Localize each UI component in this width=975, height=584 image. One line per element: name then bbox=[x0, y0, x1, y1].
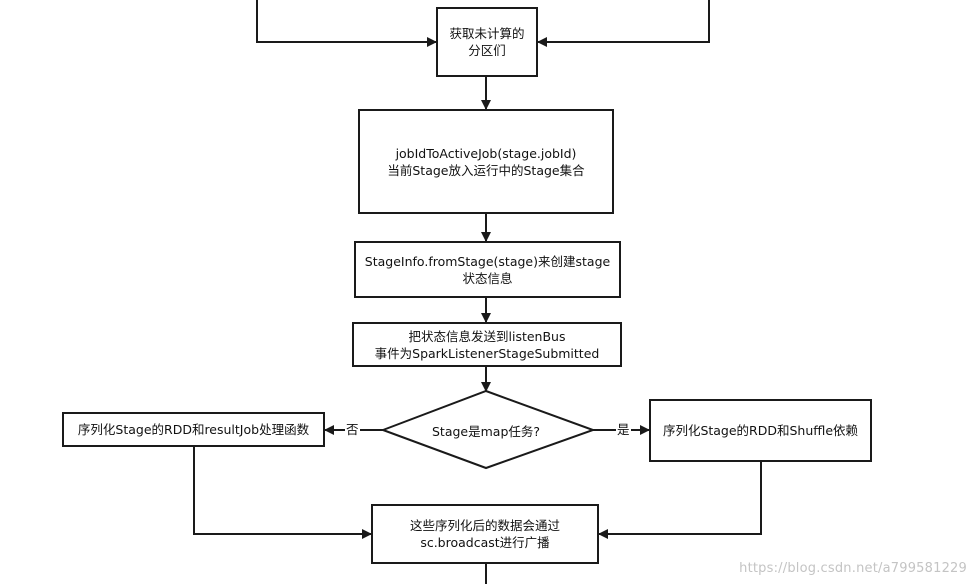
serialize-result-label: 序列化Stage的RDD和resultJob处理函数 bbox=[77, 422, 310, 437]
broadcast-box: 这些序列化后的数据会通过 sc.broadcast进行广播 bbox=[371, 504, 599, 564]
listen-bus-line2: 事件为SparkListenerStageSubmitted bbox=[374, 345, 600, 361]
edge-left-to-get-partitions bbox=[256, 0, 437, 47]
stage-info-box: StageInfo.fromStage(stage)来创建stage 状态信息 bbox=[354, 241, 621, 298]
edge-no-label: 否 bbox=[345, 422, 360, 438]
listen-bus-line1: 把状态信息发送到listenBus bbox=[408, 328, 566, 344]
serialize-result-box: 序列化Stage的RDD和resultJob处理函数 bbox=[62, 412, 325, 447]
listen-bus-box: 把状态信息发送到listenBus 事件为SparkListenerStageS… bbox=[352, 322, 622, 367]
edge-right-to-get-partitions bbox=[537, 0, 710, 47]
active-job-box: jobIdToActiveJob(stage.jobId) 当前Stage放入运… bbox=[358, 109, 614, 214]
serialize-shuffle-box: 序列化Stage的RDD和Shuffle依赖 bbox=[649, 399, 872, 462]
decision-label: Stage是map任务? bbox=[431, 423, 541, 439]
get-partitions-line1: 获取未计算的 bbox=[449, 26, 525, 41]
get-partitions-line2: 分区们 bbox=[468, 43, 506, 58]
edge-serialize-result-to-broadcast bbox=[193, 447, 372, 539]
stage-info-line2: 状态信息 bbox=[462, 270, 513, 286]
decision-diamond bbox=[380, 389, 596, 470]
broadcast-line2: sc.broadcast进行广播 bbox=[420, 535, 550, 550]
edge-serialize-shuffle-to-broadcast bbox=[598, 462, 762, 539]
stage-info-line1: StageInfo.fromStage(stage)来创建stage bbox=[364, 253, 611, 269]
watermark-url: https://blog.csdn.net/a799581229 bbox=[739, 561, 967, 576]
active-job-line2: 当前Stage放入运行中的Stage集合 bbox=[387, 162, 585, 178]
broadcast-line1: 这些序列化后的数据会通过 bbox=[409, 518, 560, 533]
active-job-line1: jobIdToActiveJob(stage.jobId) bbox=[395, 145, 577, 161]
get-partitions-box: 获取未计算的 分区们 bbox=[436, 7, 538, 77]
edge-yes-label: 是 bbox=[616, 422, 631, 438]
serialize-shuffle-label: 序列化Stage的RDD和Shuffle依赖 bbox=[662, 423, 859, 438]
